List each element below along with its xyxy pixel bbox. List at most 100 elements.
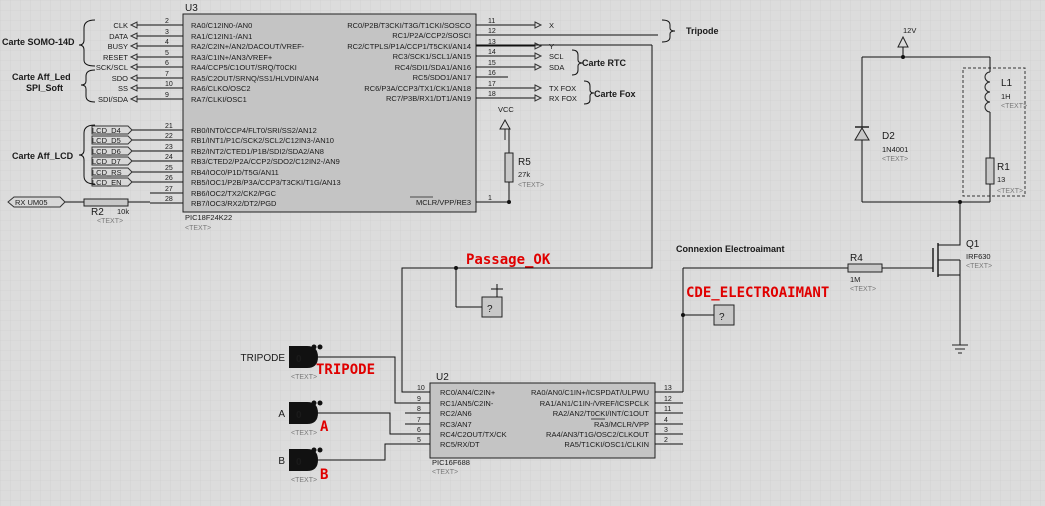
u3-pin-number: 21: [165, 123, 173, 130]
net-label-tx-fox[interactable]: TX FOX: [508, 84, 576, 93]
r5-ref: R5: [518, 157, 531, 168]
r5-text-tag: <TEXT>: [518, 182, 544, 189]
power-12v-label: 12V: [903, 26, 916, 35]
net-label-lcd-d5[interactable]: LCD_D5: [91, 135, 150, 145]
net-label-text: LCD_D7: [92, 157, 121, 166]
u3-pin-name: RA5/C2OUT/SRNQ/SS1/HLVDIN/AN4: [191, 74, 319, 83]
brace-fox: [583, 80, 595, 105]
u3-pin-number: 6: [165, 60, 169, 67]
u3-pin-number: 12: [488, 28, 496, 35]
u2-pin-name: RA2/AN2/T0CKI/INT/C1OUT: [553, 409, 650, 418]
logic-probe-passage-ok[interactable]: ?: [481, 284, 503, 318]
vcc-symbol: VCC: [498, 105, 514, 140]
u2-pin-number: 3: [664, 427, 668, 434]
rx-um05-label: RX UM05: [15, 198, 48, 207]
u2-pin-name: RC4/C2OUT/TX/CK: [440, 430, 507, 439]
probe-label-tripode: TRIPODE: [316, 362, 375, 378]
u3-pin-number: 18: [488, 91, 496, 98]
net-label-lcd-d7[interactable]: LCD_D7: [91, 156, 150, 166]
net-label-text: SCK/SCL: [96, 63, 128, 72]
u3-pin-name: RB1/INT1/P1C/SCK2/SCL2/C12IN3-/AN10: [191, 136, 334, 145]
u2-pin-number: 12: [664, 396, 672, 403]
vcc-label: VCC: [498, 105, 514, 114]
logic-input-state: 0: [296, 354, 302, 365]
net-label-data[interactable]: DATA: [109, 32, 150, 41]
net-label-sck-scl[interactable]: SCK/SCL: [96, 63, 150, 72]
r1-text-tag: <TEXT>: [997, 188, 1023, 195]
u3-pin-name: RB7/IOC3/RX2/DT2/PGD: [191, 199, 277, 208]
u2-pin-number: 8: [417, 406, 421, 413]
u2-body: [429, 382, 656, 459]
brace-somo: [78, 19, 96, 67]
logic-input-text-tag: <TEXT>: [291, 374, 317, 381]
u3-pin-name: RC1/P2A/CCP2/SOSCI: [392, 31, 471, 40]
l1-text-tag: <TEXT>: [1001, 103, 1027, 110]
net-label-text: SDO: [112, 74, 128, 83]
u2-pin-name: RC1/AN5/C2IN-: [440, 399, 494, 408]
r1-value: 13: [997, 175, 1005, 184]
inductor-l1[interactable]: L1 1H <TEXT>: [984, 71, 1027, 113]
u3-pin-number: 26: [165, 175, 173, 182]
net-label-lcd-en[interactable]: LCD_EN: [91, 177, 150, 187]
u3-pin-name: RC6/P3A/CCP3/TX1/CK1/AN18: [364, 84, 471, 93]
u2-pin-number: 11: [664, 406, 671, 413]
u3-pin-number: 13: [488, 39, 496, 46]
u3-pin-name: RB4/IOC0/P1D/T5G/AN11: [191, 168, 279, 177]
net-label-lcd-d6[interactable]: LCD_D6: [91, 146, 150, 156]
u2-ref: U2: [436, 372, 449, 383]
u3-pin-name: MCLR/VPP/RE3: [416, 198, 471, 207]
u3-pin-name: RA2/C2IN+/AN2/DACOUT/VREF-: [191, 42, 305, 51]
net-label-x[interactable]: X: [508, 21, 554, 30]
logic-probe-cde-electroaimant[interactable]: ?: [713, 304, 735, 326]
net-label-sdi-sda[interactable]: SDI/SDA: [98, 95, 150, 104]
rx-um05-terminal[interactable]: RX UM05: [7, 196, 66, 208]
net-label-text: DATA: [109, 32, 128, 41]
u3-pin-name: RA0/C12IN0-/AN0: [191, 21, 252, 30]
diode-d2[interactable]: D2 1N4001 <TEXT>: [854, 126, 908, 163]
u3-pin-number: 7: [165, 71, 169, 78]
logic-input-text-tag: <TEXT>: [291, 430, 317, 437]
group-label-spi: SPI_Soft: [26, 83, 63, 93]
net-label-sda[interactable]: SDA: [508, 63, 564, 72]
u3-text-tag: <TEXT>: [185, 225, 211, 232]
u2-pin-name: RC2/AN6: [440, 409, 472, 418]
u3-ref: U3: [185, 3, 198, 14]
u2-pin-name: RA0/AN0/C1IN+/ICSPDAT/ULPWU: [531, 388, 649, 397]
q1-text-tag: <TEXT>: [966, 263, 992, 270]
net-label-scl[interactable]: SCL: [508, 52, 564, 61]
net-label-sdo[interactable]: SDO: [112, 74, 150, 83]
net-label-busy[interactable]: BUSY: [108, 42, 150, 51]
net-label-lcd-d4[interactable]: LCD_D4: [91, 125, 150, 135]
net-label-text: TX FOX: [549, 84, 576, 93]
q1-value: IRF630: [966, 252, 991, 261]
u3-pin-number: 11: [488, 18, 495, 25]
u3-pin-number: 1: [488, 195, 492, 202]
u3-pin-number: 15: [488, 60, 496, 67]
u3-pin-name: RA6/CLKO/OSC2: [191, 84, 251, 93]
u3-pin-number: 17: [488, 81, 496, 88]
logic-input-state: 0: [296, 457, 302, 468]
net-label-clk[interactable]: CLK: [113, 21, 150, 30]
net-label-rx-fox[interactable]: RX FOX: [508, 94, 577, 103]
net-label-text: RESET: [103, 53, 128, 62]
u3-body: [182, 13, 477, 213]
net-label-ss[interactable]: SS: [118, 84, 150, 93]
u3-pin-name: RA1/C12IN1-/AN1: [191, 32, 252, 41]
brace-tripode: [661, 19, 676, 43]
net-label-text: LCD_D5: [92, 136, 121, 145]
u2-pin-name: RA3/MCLR/VPP: [594, 420, 649, 429]
net-label-lcd-rs[interactable]: LCD_RS: [91, 167, 150, 177]
u2-pin-number: 9: [417, 396, 421, 403]
net-label-text: BUSY: [108, 42, 128, 51]
net-label-reset[interactable]: RESET: [103, 53, 150, 62]
probe-label-a: A: [320, 419, 329, 435]
mosfet-q1[interactable]: Q1 IRF630 <TEXT>: [932, 239, 992, 310]
r1-ref: R1: [997, 162, 1010, 173]
